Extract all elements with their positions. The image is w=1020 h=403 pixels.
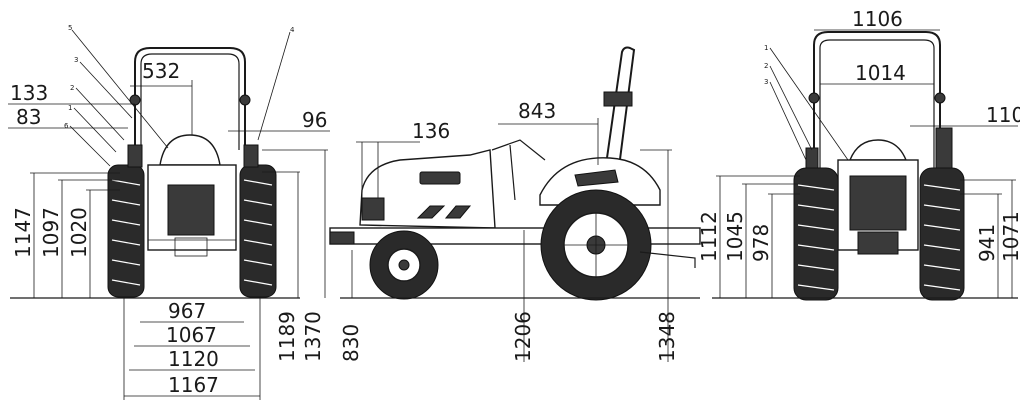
rear-rops-pivot-left: [808, 92, 820, 104]
side-rops: [604, 46, 636, 176]
front-left-light: [127, 144, 143, 168]
dim-978: 978: [749, 224, 773, 262]
side-headlight: [361, 197, 385, 221]
front-axle-box: [174, 237, 208, 257]
dim-967: 967: [168, 299, 206, 323]
callout-leader-4: [257, 31, 291, 141]
front-rops-pivot-right: [239, 94, 251, 106]
front-rops-pivot-left: [129, 94, 141, 106]
dim-83: 83: [16, 105, 41, 129]
dim-532: 532: [142, 59, 180, 83]
dim-1045: 1045: [723, 211, 747, 262]
dim-1020: 1020: [67, 207, 91, 258]
dim-1112: 1112: [697, 211, 721, 262]
dim-1120: 1120: [168, 347, 219, 371]
dim-1106: 1106: [852, 7, 903, 31]
side-seat: [574, 169, 619, 187]
callout-leader-2: [75, 87, 125, 141]
callout-leader-5: [71, 29, 169, 149]
rear-pto: [857, 231, 899, 255]
callout-5: 5: [68, 24, 72, 32]
rear-callout-3: 3: [764, 78, 768, 86]
rear-callout-2: 2: [764, 62, 768, 70]
side-view: 136 843 830 1206 1348: [329, 46, 701, 362]
rear-mirror: [935, 127, 953, 169]
dim-1167: 1167: [168, 373, 219, 397]
dim-1097: 1097: [39, 207, 63, 258]
side-rops-hinge: [603, 91, 633, 107]
side-front-weight: [329, 231, 355, 245]
side-hitch: [639, 251, 696, 268]
callout-4: 4: [290, 26, 295, 34]
side-badge: [419, 171, 461, 185]
front-rops-frame: [134, 47, 246, 150]
callout-leader-1: [73, 107, 117, 153]
dim-1147: 1147: [11, 207, 35, 258]
dim-941: 941: [975, 224, 999, 262]
dim-96: 96: [302, 108, 327, 132]
rear-callout-leader-2: [769, 65, 813, 151]
dim-110: 110: [986, 103, 1020, 127]
dim-1189: 1189: [275, 311, 299, 362]
dim-1071: 1071: [999, 211, 1020, 262]
rear-rops-inner: [819, 39, 935, 168]
callout-2: 2: [70, 84, 74, 92]
side-vent-2: [444, 205, 472, 219]
dim-830: 830: [339, 324, 363, 362]
side-vent-1: [416, 205, 446, 219]
callout-3: 3: [74, 56, 78, 64]
dim-1370: 1370: [301, 311, 325, 362]
front-grille: [167, 184, 215, 236]
front-view: 5 4 3 2 1 6 532 133 83 96 1147 1097 1020: [8, 24, 330, 400]
rear-view: 1 2 3 1106 1014 110 1112 1045 978 941 10…: [697, 7, 1020, 301]
front-hood: [159, 134, 221, 166]
rear-housing: [849, 175, 907, 231]
dim-1014: 1014: [855, 61, 906, 85]
callout-6: 6: [64, 122, 69, 130]
rear-rops-frame: [813, 31, 941, 168]
rear-left-light: [805, 147, 819, 169]
side-steering-wheel: [491, 139, 546, 161]
rear-rops-pivot-right: [934, 92, 946, 104]
front-right-light: [243, 144, 259, 168]
rear-callout-1: 1: [764, 44, 768, 52]
dim-1067: 1067: [166, 323, 217, 347]
callout-1: 1: [68, 104, 72, 112]
callout-leader-6: [69, 125, 111, 167]
dim-1348: 1348: [655, 311, 679, 362]
rear-callout-leader-1: [769, 47, 849, 161]
dim-1206: 1206: [511, 311, 535, 362]
front-rops-inner: [140, 53, 240, 150]
rear-callout-leader-3: [769, 81, 807, 161]
callout-leader-3: [79, 61, 133, 119]
rear-seat-back: [848, 139, 908, 161]
dim-843: 843: [518, 99, 556, 123]
dim-136: 136: [412, 119, 450, 143]
dim-133: 133: [10, 81, 48, 105]
